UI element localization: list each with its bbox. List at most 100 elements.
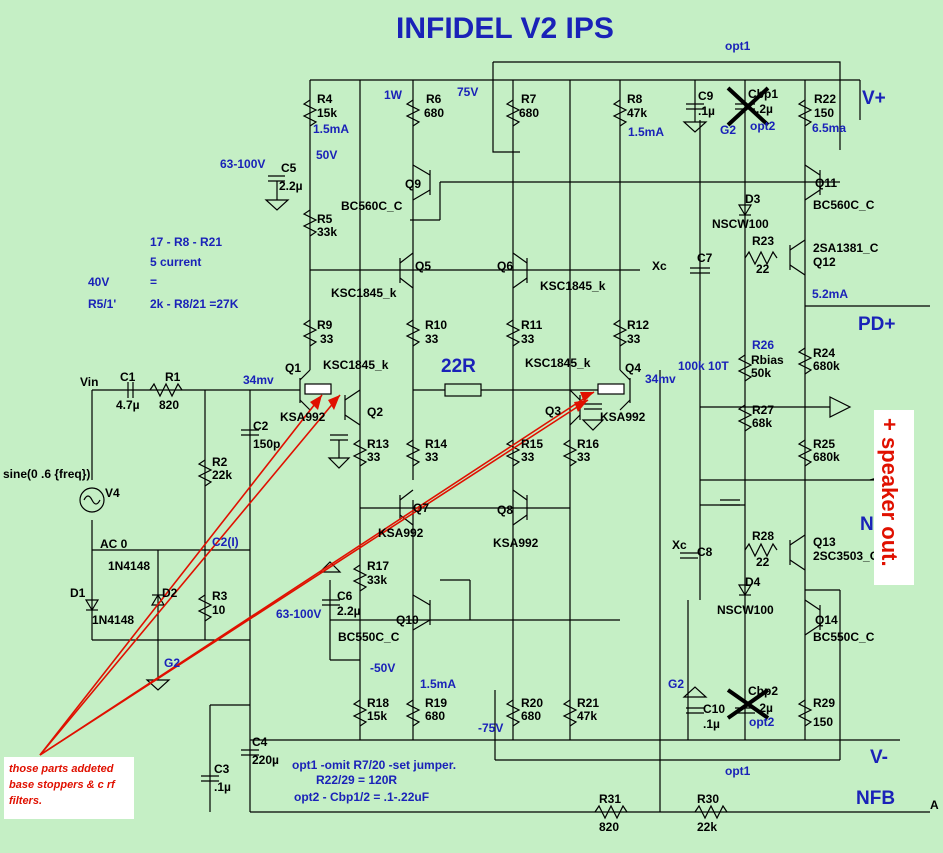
label-c5: C5 bbox=[281, 161, 297, 175]
capacitors bbox=[127, 103, 755, 782]
label-r26: R26 bbox=[752, 338, 774, 352]
note-opt1: opt1 -omit R7/20 -set jumper. bbox=[292, 758, 456, 772]
value-r12: 33 bbox=[627, 332, 641, 346]
part-q11: BC560C_C bbox=[813, 198, 875, 212]
value-r27: 68k bbox=[752, 416, 772, 430]
voltage-34mv-right: 34mv bbox=[645, 372, 676, 386]
led-d3 bbox=[737, 204, 753, 217]
current-r4: 1.5mA bbox=[313, 122, 349, 136]
value-r18: 15k bbox=[367, 709, 387, 723]
value-r21: 47k bbox=[577, 709, 597, 723]
label-r20: R20 bbox=[521, 696, 543, 710]
current-r22: 6.5ma bbox=[812, 121, 846, 135]
value-c2: 150p bbox=[253, 437, 280, 451]
label-q6: Q6 bbox=[497, 259, 513, 273]
value-cbp1: .2µ bbox=[756, 102, 773, 116]
label-r8: R8 bbox=[627, 92, 643, 106]
note-line-2: 5 current bbox=[150, 255, 201, 269]
current-5-2ma: 5.2mA bbox=[812, 287, 848, 301]
transistors bbox=[299, 164, 821, 636]
label-q10: Q10 bbox=[396, 613, 419, 627]
ground-g2 bbox=[145, 679, 171, 691]
label-r13: R13 bbox=[367, 437, 389, 451]
value-c4: 220µ bbox=[252, 753, 279, 767]
transistor-q10 bbox=[412, 594, 431, 631]
resistor-r12 bbox=[612, 319, 628, 347]
value-r1: 820 bbox=[159, 398, 179, 412]
label-xc-top: Xc bbox=[652, 259, 667, 273]
resistor-22r bbox=[444, 383, 482, 397]
label-opt2-top: opt2 bbox=[750, 119, 776, 133]
label-g2-left: G2 bbox=[164, 656, 180, 670]
note-opt2: opt2 - Cbp1/2 = .1-.22uF bbox=[294, 790, 429, 804]
label-r17: R17 bbox=[367, 559, 389, 573]
label-q13: Q13 bbox=[813, 535, 836, 549]
label-q14: Q14 bbox=[815, 613, 838, 627]
label-cbp2: Cbp2 bbox=[748, 684, 778, 698]
label-q7: Q7 bbox=[413, 501, 429, 515]
label-75v: 75V bbox=[457, 85, 478, 99]
resistor-r13 bbox=[352, 439, 368, 467]
label-q1: Q1 bbox=[285, 361, 301, 375]
value-c5: 2.2µ bbox=[279, 179, 303, 193]
resistor-q1-stopper bbox=[304, 383, 332, 395]
label-opt1-top: opt1 bbox=[725, 39, 751, 53]
transistor-q14 bbox=[804, 599, 821, 636]
resistor-r31 bbox=[594, 804, 628, 820]
ground-c5 bbox=[264, 199, 290, 211]
value-r15: 33 bbox=[521, 450, 535, 464]
label-q12: Q12 bbox=[813, 255, 836, 269]
note-line-3: 40V bbox=[88, 275, 109, 289]
resistor-r22 bbox=[797, 99, 813, 127]
label-g2-bottom: G2 bbox=[668, 677, 684, 691]
value-r6: 680 bbox=[424, 106, 444, 120]
value-r23: 22 bbox=[756, 262, 770, 276]
current-r19: 1.5mA bbox=[420, 677, 456, 691]
resistor-r23 bbox=[744, 250, 778, 266]
current-r8: 1.5mA bbox=[628, 125, 664, 139]
resistor-r24 bbox=[797, 347, 813, 375]
part-d4: NSCW100 bbox=[717, 603, 774, 617]
label-r9: R9 bbox=[317, 318, 333, 332]
transistor-q6 bbox=[512, 252, 528, 289]
capacitor-c3 bbox=[201, 775, 219, 782]
label-r10: R10 bbox=[425, 318, 447, 332]
label-rbias: Rbias bbox=[751, 353, 784, 367]
resistor-r28 bbox=[744, 542, 778, 558]
label-q2: Q2 bbox=[367, 405, 383, 419]
value-cbp2: .2µ bbox=[756, 701, 773, 715]
label-r29: R29 bbox=[813, 696, 835, 710]
label-q8: Q8 bbox=[497, 503, 513, 517]
value-r22: 150 bbox=[814, 106, 834, 120]
part-q9: BC560C_C bbox=[341, 199, 403, 213]
value-r26: 50k bbox=[751, 366, 771, 380]
value-r3: 10 bbox=[212, 603, 226, 617]
rail-nfb: NFB bbox=[856, 788, 895, 809]
value-r2: 22k bbox=[212, 468, 232, 482]
resistor-r4 bbox=[302, 99, 318, 127]
value-r14: 33 bbox=[425, 450, 439, 464]
label-minus-50v: -50V bbox=[370, 661, 395, 675]
transistor-q1 bbox=[299, 369, 311, 411]
part-q7: KSA992 bbox=[378, 526, 424, 540]
value-c3: .1µ bbox=[214, 780, 231, 794]
label-r19: R19 bbox=[425, 696, 447, 710]
ground-q1 bbox=[327, 457, 351, 469]
label-r3: R3 bbox=[212, 589, 228, 603]
part-d3: NSCW100 bbox=[712, 217, 769, 231]
label-a: A bbox=[930, 798, 939, 812]
label-r21: R21 bbox=[577, 696, 599, 710]
resistor-r29 bbox=[797, 699, 813, 727]
source-v4 bbox=[79, 487, 105, 513]
note-line-4: R5/1' bbox=[88, 297, 116, 311]
led-d4 bbox=[737, 584, 753, 597]
part-q12: 2SA1381_C bbox=[813, 241, 879, 255]
resistor-r19 bbox=[405, 699, 421, 727]
capacitor-c4 bbox=[241, 749, 259, 756]
resistor-q4-stopper bbox=[597, 383, 625, 395]
label-c8: C8 bbox=[697, 545, 713, 559]
part-q5: KSC1845_k bbox=[331, 286, 397, 300]
label-22r: 22R bbox=[441, 356, 476, 377]
label-c4: C4 bbox=[252, 735, 268, 749]
resistor-r20 bbox=[505, 699, 521, 727]
